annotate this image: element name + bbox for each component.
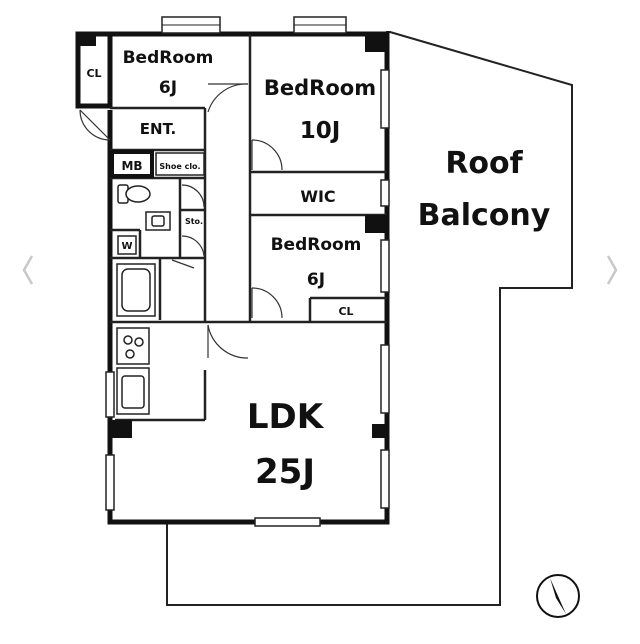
toilet-icon [117, 184, 151, 204]
north-arrow-icon [536, 574, 580, 618]
bathtub-icon [116, 263, 156, 317]
closet-a-label: CL [86, 67, 101, 80]
kitchen-sink-icon [116, 367, 150, 415]
chevron-left-icon[interactable] [18, 250, 38, 290]
ldk-size: 25J [255, 452, 315, 492]
wic-label: WIC [300, 187, 335, 206]
window-bottom-ldk [254, 517, 321, 527]
bedroom-a-size: 6J [159, 78, 177, 98]
closet-c-label: CL [338, 305, 353, 318]
storage-label: Sto. [185, 217, 203, 226]
sink-icon [145, 211, 171, 231]
window-right-bedroom-b [380, 69, 390, 129]
roof-balcony-outline [166, 31, 573, 606]
bedroom-b-size: 10J [300, 118, 341, 144]
bedroom-c-size: 6J [307, 270, 325, 290]
washer-label: W [121, 241, 132, 252]
window-right-ldk-upper [380, 344, 390, 414]
meter-box [112, 152, 152, 176]
entrance-label: ENT. [140, 120, 176, 138]
washer-box [117, 235, 137, 255]
roof-balcony-line2: Balcony [418, 198, 551, 233]
bedroom-b-name: BedRoom [264, 76, 376, 100]
window-right-wic [380, 179, 390, 207]
window-right-ldk-lower [380, 449, 390, 509]
window-left-kitchen [105, 371, 115, 418]
roof-balcony-line1: Roof [445, 146, 523, 181]
stove-icon [116, 327, 150, 365]
window-top-left [161, 16, 221, 34]
shoe-closet-box [155, 152, 205, 176]
door-swings [79, 83, 283, 359]
window-top-right [293, 16, 347, 34]
meter-box-label: MB [121, 159, 142, 173]
window-right-bedroom-c [380, 239, 390, 293]
window-left-ldk [105, 454, 115, 511]
shoe-closet-label: Shoe clo. [159, 162, 200, 171]
bedroom-a-name: BedRoom [123, 48, 214, 68]
chevron-right-icon[interactable] [602, 250, 622, 290]
bedroom-c-name: BedRoom [271, 235, 362, 255]
ldk-name: LDK [247, 397, 325, 437]
